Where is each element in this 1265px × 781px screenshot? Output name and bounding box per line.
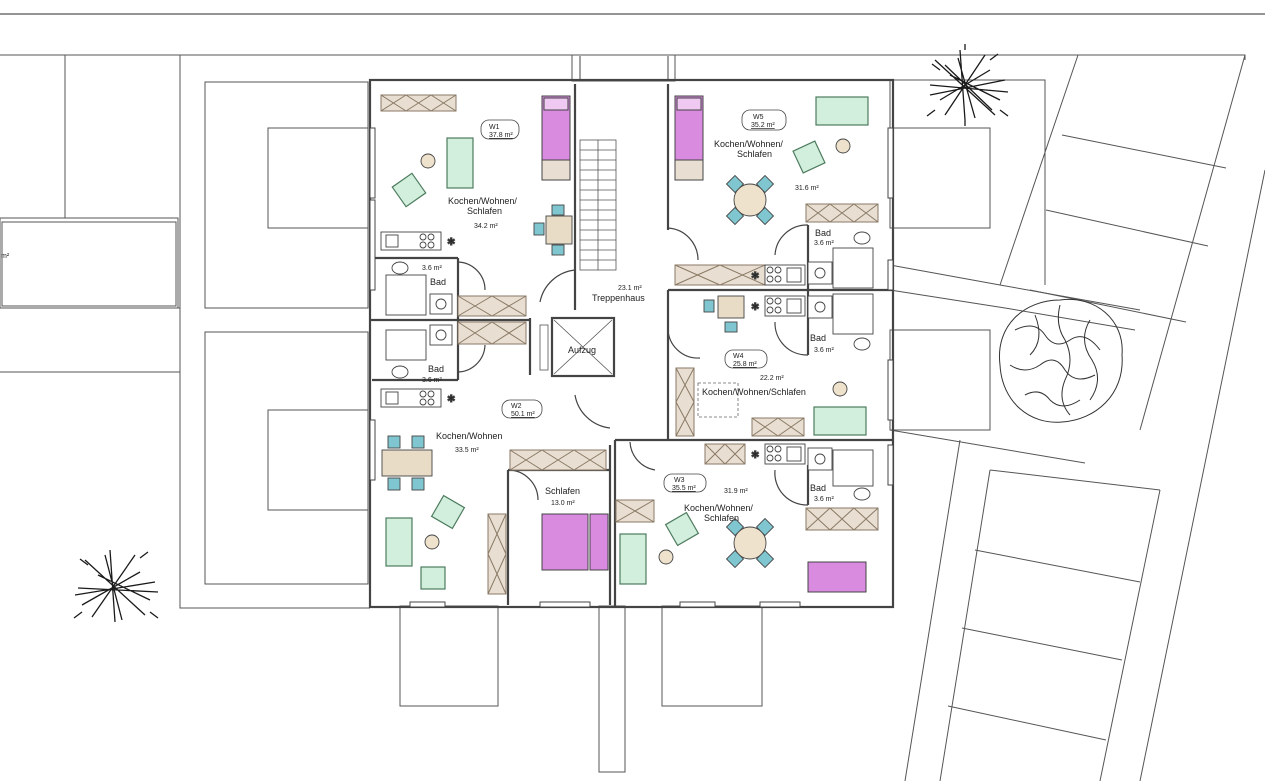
kitchen-counters xyxy=(380,94,879,595)
w2-room-area: 33.5 m² xyxy=(455,447,479,454)
kitchen-w3 xyxy=(704,443,746,465)
stair-area: 23.1 m² xyxy=(618,285,642,292)
w5-tag-box xyxy=(741,109,787,131)
w1-room-label: Kochen/Wohnen/ xyxy=(448,196,517,206)
windows xyxy=(369,56,894,608)
stair-label: Treppenhaus xyxy=(592,293,645,303)
w4-tag: W4 xyxy=(733,353,744,360)
kitchen-w3-bed xyxy=(805,507,879,531)
w3-room-label-2: Schlafen xyxy=(704,513,739,523)
w2-room-label: Kochen/Wohnen xyxy=(436,431,502,441)
kitchen-w2-upper xyxy=(457,321,527,345)
tree-right xyxy=(998,298,1123,423)
w4-area: 25.8 m² xyxy=(733,361,757,368)
site-lines xyxy=(0,54,1265,781)
left-building-area: m² xyxy=(1,253,10,260)
appliances: ✱ ✱ ✱ ✱ ✱ xyxy=(380,231,874,501)
kitchen-w1-lower xyxy=(457,295,527,317)
sofas xyxy=(385,96,869,585)
w3-area: 35.5 m² xyxy=(672,485,696,492)
w1-bath-label: Bad xyxy=(430,277,446,287)
tree-bottom-left xyxy=(73,549,159,623)
lift-label: Aufzug xyxy=(568,345,596,355)
w3-bath-label: Bad xyxy=(810,483,826,493)
kitchen-w4-side xyxy=(675,367,695,437)
staircase xyxy=(579,139,617,271)
w2-area: 50.1 m² xyxy=(511,411,535,418)
w3-room-area: 31.9 m² xyxy=(724,488,748,495)
w2-bath-area: 3.6 m² xyxy=(422,377,443,384)
svg-text:✱: ✱ xyxy=(447,394,455,405)
w2-tag: W2 xyxy=(511,403,522,410)
w5-room-label: Kochen/Wohnen/ xyxy=(714,139,783,149)
svg-text:✱: ✱ xyxy=(751,271,759,282)
w5-room-label-2: Schlafen xyxy=(737,149,772,159)
side-tables xyxy=(420,138,851,565)
w3-room-label: Kochen/Wohnen/ xyxy=(684,503,753,513)
w3-bath-area: 3.6 m² xyxy=(814,496,835,503)
w2-bedroom-label: Schlafen xyxy=(545,486,580,496)
w3-tag: W3 xyxy=(674,477,685,484)
kitchen-w4-top xyxy=(674,264,766,286)
w1-room-area: 34.2 m² xyxy=(474,223,498,230)
w3-tag-box xyxy=(663,473,707,493)
w1-area: 37.8 m² xyxy=(489,132,513,139)
w4-room-area: 22.2 m² xyxy=(760,375,784,382)
dining-sets xyxy=(381,174,775,569)
w1-tag: W1 xyxy=(489,124,500,131)
w5-area: 35.2 m² xyxy=(751,122,775,129)
w1-tag-box xyxy=(480,119,520,140)
w2-tag-box xyxy=(501,399,543,419)
w4-tag-box xyxy=(724,349,768,369)
door-swings xyxy=(456,224,809,506)
kitchen-w5 xyxy=(805,203,879,223)
dashed-area xyxy=(697,382,739,418)
beds xyxy=(541,95,867,593)
w4-bath-area: 3.6 m² xyxy=(814,347,835,354)
w5-room-area: 31.6 m² xyxy=(795,185,819,192)
labels: m² W1 37.8 m² Kochen/Wohnen/ Schlafen 34… xyxy=(1,109,835,523)
w1-bath-area: 3.6 m² xyxy=(422,265,443,272)
w4-bath-label: Bad xyxy=(810,333,826,343)
w5-bath-area: 3.6 m² xyxy=(814,240,835,247)
tree-top xyxy=(926,44,1009,126)
bed-frames xyxy=(541,159,704,181)
svg-text:✱: ✱ xyxy=(751,450,759,461)
kitchen-w2-bed-wardrobe xyxy=(509,449,607,471)
w4-room-label: Kochen/Wohnen/Schlafen xyxy=(702,387,806,397)
lift-shaft xyxy=(539,319,613,375)
kitchen-w4-bottom xyxy=(751,417,805,437)
w1-room-label-2: Schlafen xyxy=(467,206,502,216)
w5-tag: W5 xyxy=(753,114,764,121)
svg-text:✱: ✱ xyxy=(447,237,455,248)
w5-bath-label: Bad xyxy=(815,228,831,238)
kitchen-w2-side xyxy=(487,513,507,595)
w2-bath-label: Bad xyxy=(428,364,444,374)
armchairs xyxy=(391,140,826,590)
kitchen-w1-top xyxy=(380,94,457,112)
svg-text:✱: ✱ xyxy=(751,302,759,313)
w2-bedroom-area: 13.0 m² xyxy=(551,500,575,507)
kitchen-w3-left xyxy=(615,499,655,523)
